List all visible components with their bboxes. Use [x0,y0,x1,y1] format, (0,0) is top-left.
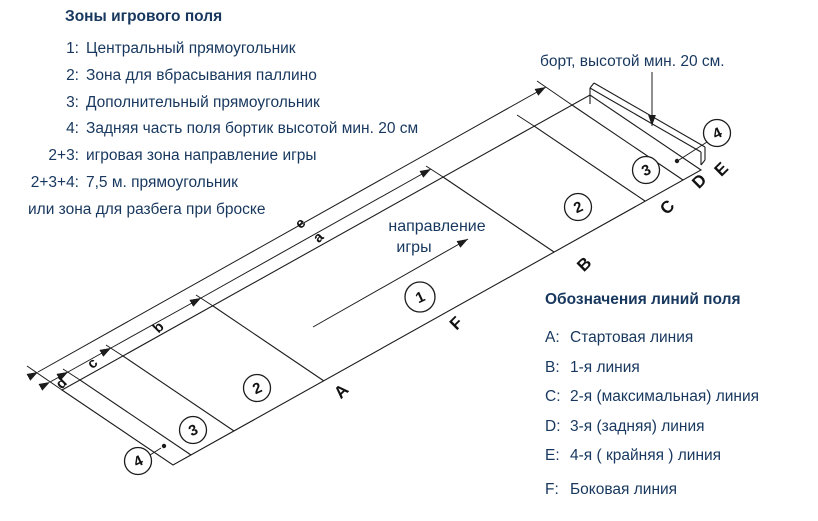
legend-item: B: 1-я линия [545,353,815,383]
dim-e-line [26,86,547,381]
direction-label-line2: игры [396,239,431,256]
direction-label-line1: направление [388,218,485,235]
line-letter-B: B [573,253,595,275]
near-board-line [79,379,192,456]
line-A-start [212,305,325,382]
line-C-max [533,125,646,202]
legend-item-prefix: D: [545,417,561,435]
legend-item-text: или зона для разбега при броске [28,200,266,218]
zone-4-near-leader [149,447,162,456]
legend-item: 4: Задняя часть поля бортик высотой мин.… [25,116,495,143]
legend-item: 3: Дополнительный прямоугольник [25,90,495,117]
legend-item-text: 7,5 м. прямоугольник [86,173,238,191]
zone-3-far-circle [631,155,661,185]
legend-item-prefix: 4: [66,120,79,138]
line-letter-F: F [446,313,467,334]
legend-item-text: Центральный прямоугольник [86,40,296,57]
legend-item-prefix: 2+3: [48,147,79,165]
legend-item-text: 4-я ( крайняя ) линия [570,447,722,464]
lines-legend-title: Обозначения линий поля [545,291,741,308]
zone-4-near-dot [161,443,167,449]
dim-label-d: d [53,375,71,393]
legend-item-text: Стартовая линия [570,329,694,346]
zone-markers: 1 2 2 3 3 4 4 [123,118,732,476]
line-letter-D: D [688,170,710,192]
legend-item-text: 3-я (задняя) линия [570,417,705,435]
legend-item: C: 2-я (максимальная) линия [545,382,815,412]
legend-item-text: 1-я линия [570,358,640,376]
zone-4-far-circle [702,118,732,148]
legend-item-text: Боковая линия [570,480,678,498]
board-callout-label: борт, высотой мин. 20 см. [540,53,725,70]
dimension-lines [26,86,547,391]
legend-item: или зона для разбега при броске [25,197,495,224]
line-D-back [571,104,684,181]
zones-legend: Зоны игрового поля 1: Центральный прямоу… [25,8,495,224]
legend-item: A: Стартовая линия [545,323,815,353]
zone-4-far-dot [674,158,680,164]
board-3d [589,82,706,166]
zone-4-near-circle [123,446,153,476]
legend-item: 2: Зона для вбрасывания паллино [25,63,495,90]
direction-arrow [312,238,469,328]
legend-item-prefix: A: [545,329,560,346]
zone-2-near-circle [242,373,272,403]
zone-3-near-circle [178,415,208,445]
legend-item-prefix: F: [545,480,559,498]
legend-item: D: 3-я (задняя) линия [545,412,815,442]
legend-item: E: 4-я ( крайняя ) линия [545,441,815,471]
legend-item: F: Боковая линия [545,475,815,505]
legend-item: 2+3+4: 7,5 м. прямоугольник [25,170,495,197]
line-letter-A: A [330,380,352,402]
legend-item-prefix: E: [545,447,560,464]
zones-legend-title: Зоны игрового поля [65,8,223,25]
legend-item-prefix: B: [545,358,560,376]
legend-item-text: Зона для вбрасывания паллино [86,66,317,84]
legend-item-prefix: 2: [66,66,79,84]
legend-item-prefix: 2+3+4: [30,173,79,191]
legend-item: 2+3: игровая зона направление игры [25,143,495,170]
legend-item-text: игровая зона направление игры [86,147,317,165]
legend-item-prefix: 1: [66,40,79,57]
legend-item-text: 2-я (максимальная) линия [570,388,760,405]
line-letter-C: C [656,196,678,218]
legend-item-text: Дополнительный прямоугольник [86,93,320,111]
zone-4-far-leader [678,141,708,161]
lines-legend: Обозначения линий поля A: Стартовая лини… [545,291,815,504]
line-letter-E: E [711,159,732,180]
legend-item-prefix: 3: [66,93,79,111]
zone-2-far-circle [563,192,593,222]
legend-item-text: Задняя часть поля бортик высотой мин. 20… [86,120,419,138]
zone-1-circle [404,281,436,313]
legend-item: 1: Центральный прямоугольник [25,36,495,63]
legend-item-prefix: C: [545,388,561,405]
